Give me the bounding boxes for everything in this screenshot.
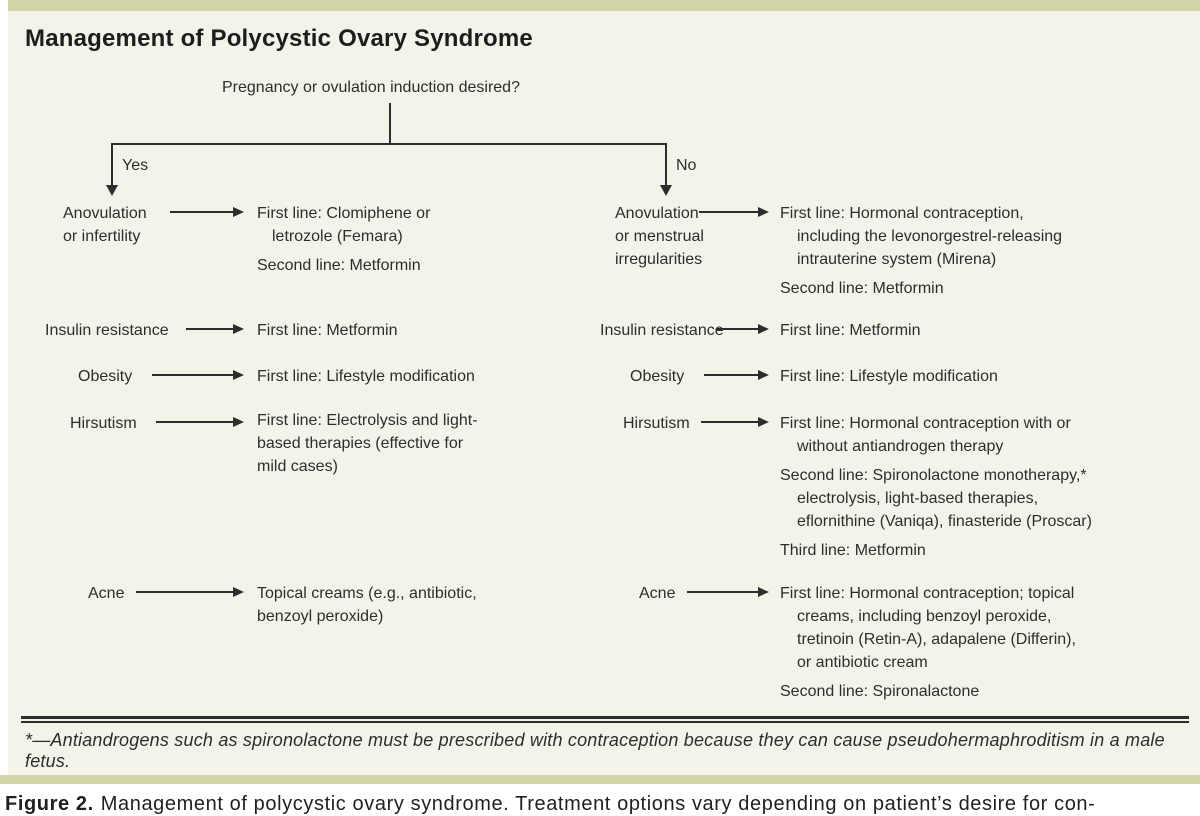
condition-acne: Acne [639, 582, 675, 605]
treatment-line: First line: Electrolysis and light- [257, 412, 478, 429]
treatment-line: mild cases) [257, 458, 338, 475]
treatment-line: including the levonorgestrel-releasing [797, 228, 1063, 245]
condition-line: Acne [88, 585, 125, 602]
treatment-block: First line: Metformin [257, 319, 397, 342]
treatment-block: First line: Clomiphene or letrozole (Fem… [257, 202, 430, 277]
footnote-divider [21, 716, 1189, 723]
footnote-text: *—Antiandrogens such as spironolactone m… [25, 730, 1165, 771]
treatment-block: First line: Lifestyle modification [257, 365, 475, 388]
treatment-block: First line: Metformin [780, 319, 920, 342]
treatment-line: Second line: Metformin [257, 257, 421, 274]
treatment-block: Topical creams (e.g., antibiotic, benzoy… [257, 582, 477, 628]
condition-acne: Acne [88, 582, 124, 605]
treatment-block: First line: Hormonal contraception, incl… [780, 202, 1062, 300]
figure-panel [8, 11, 1200, 775]
condition-line: Anovulation [615, 205, 699, 222]
condition-anovulation-menstrual: Anovulation or menstrual irregularities [615, 202, 704, 271]
treatment-block: First line: Hormonal contraception; topi… [780, 582, 1076, 703]
condition-anovulation-infertility: Anovulation or infertility [63, 202, 147, 248]
right-arrow-icon [186, 324, 244, 334]
condition-line: Acne [639, 585, 676, 602]
treatment-line: electrolysis, light-based therapies, [797, 490, 1039, 507]
condition-line: Insulin resistance [600, 322, 724, 339]
condition-line: or infertility [63, 228, 141, 245]
right-arrow-icon [136, 587, 244, 597]
treatment-line: tretinoin (Retin-A), adapalene (Differin… [797, 631, 1076, 648]
right-arrow-icon [717, 324, 769, 334]
condition-line: Obesity [78, 368, 133, 385]
condition-hirsutism: Hirsutism [623, 412, 690, 435]
treatment-line: First line: Metformin [780, 322, 921, 339]
right-arrow-icon [687, 587, 769, 597]
condition-obesity: Obesity [78, 365, 132, 388]
treatment-line: eflornithine (Vaniqa), finasteride (Pros… [797, 513, 1092, 530]
treatment-line: or antibiotic cream [797, 654, 928, 671]
treatment-line: First line: Hormonal contraception; topi… [780, 585, 1075, 602]
treatment-line: First line: Metformin [257, 322, 398, 339]
treatment-line: intrauterine system (Mirena) [797, 251, 997, 268]
condition-line: Insulin resistance [45, 322, 169, 339]
condition-line: Hirsutism [623, 415, 690, 432]
treatment-line: Second line: Metformin [780, 280, 944, 297]
condition-line: irregularities [615, 251, 703, 268]
treatment-line: Third line: Metformin [780, 542, 926, 559]
treatment-line: based therapies (effective for [257, 435, 464, 452]
no-branch-arrow-icon [660, 143, 672, 196]
treatment-line: First line: Lifestyle modification [780, 368, 998, 385]
bottom-accent-bar [0, 775, 1200, 784]
treatment-line: benzoyl peroxide) [257, 608, 384, 625]
condition-line: Obesity [630, 368, 685, 385]
decision-question: Pregnancy or ovulation induction desired… [222, 79, 520, 96]
right-arrow-icon [704, 370, 769, 380]
right-arrow-icon [170, 207, 244, 217]
condition-obesity: Obesity [630, 365, 684, 388]
right-arrow-icon [699, 207, 769, 217]
branch-label-no: No [676, 157, 697, 174]
treatment-line: First line: Hormonal contraception with … [780, 415, 1071, 432]
treatment-line: Topical creams (e.g., antibiotic, [257, 585, 477, 602]
treatment-line: Second line: Spironalactone [780, 683, 980, 700]
treatment-line: Second line: Spironolactone monotherapy,… [780, 467, 1087, 484]
condition-line: Hirsutism [70, 415, 137, 432]
condition-insulin-resistance: Insulin resistance [45, 319, 169, 342]
condition-line: Anovulation [63, 205, 147, 222]
figure-caption-text: Management of polycystic ovary syndrome.… [100, 793, 1096, 815]
right-arrow-icon [152, 370, 244, 380]
branch-label-yes: Yes [122, 157, 149, 174]
question-stem-line [389, 103, 391, 143]
treatment-block: First line: Electrolysis and light- base… [257, 409, 478, 478]
treatment-line: creams, including benzoyl peroxide, [797, 608, 1052, 625]
condition-insulin-resistance: Insulin resistance [600, 319, 724, 342]
yes-branch-arrow-icon [106, 143, 118, 196]
right-arrow-icon [156, 417, 244, 427]
condition-hirsutism: Hirsutism [70, 412, 137, 435]
treatment-line: First line: Lifestyle modification [257, 368, 475, 385]
figure-caption-label: Figure 2. [5, 793, 94, 815]
branch-horizontal-line [111, 143, 667, 145]
treatment-line: First line: Hormonal contraception, [780, 205, 1024, 222]
figure-caption: Figure 2. Management of polycystic ovary … [5, 793, 1095, 816]
treatment-block: First line: Lifestyle modification [780, 365, 998, 388]
treatment-block: First line: Hormonal contraception with … [780, 412, 1092, 562]
figure-title: Management of Polycystic Ovary Syndrome [25, 25, 533, 52]
top-accent-bar [8, 0, 1200, 11]
treatment-line: First line: Clomiphene or [257, 205, 431, 222]
right-arrow-icon [701, 417, 769, 427]
treatment-line: letrozole (Femara) [272, 228, 403, 245]
condition-line: or menstrual [615, 228, 704, 245]
treatment-line: without antiandrogen therapy [797, 438, 1004, 455]
